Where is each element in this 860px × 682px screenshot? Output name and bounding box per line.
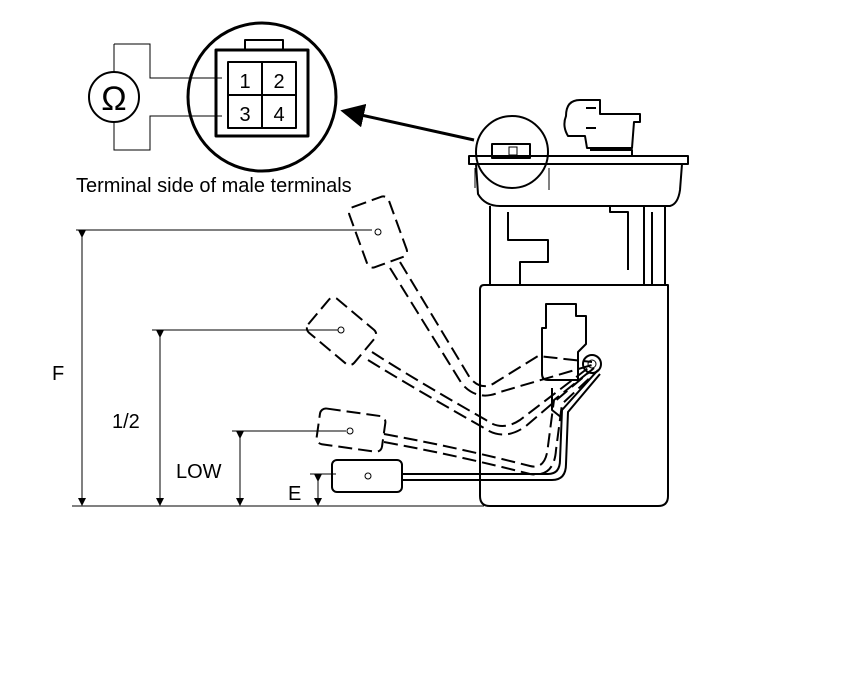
ohm-symbol: Ω	[101, 80, 126, 118]
label-half: 1/2	[112, 411, 140, 433]
fuel-pump-module	[468, 99, 689, 507]
pin-1: 1	[239, 71, 250, 93]
ohmmeter: Ω	[88, 43, 222, 151]
pin-2: 2	[273, 71, 284, 93]
connector-caption: Terminal side of male terminals	[76, 175, 352, 197]
label-full: F	[52, 363, 64, 385]
label-low: LOW	[176, 461, 222, 483]
float-arm-empty	[331, 354, 602, 493]
float-arm-full	[348, 195, 593, 397]
pin-4: 4	[273, 104, 284, 126]
detail-pointer-arrow	[340, 103, 475, 142]
level-dimensions	[72, 229, 484, 507]
float-arm-low	[315, 367, 597, 476]
label-empty: E	[288, 483, 301, 505]
connector-detail: 1 2 3 4	[186, 21, 338, 173]
pin-3: 3	[239, 104, 250, 126]
